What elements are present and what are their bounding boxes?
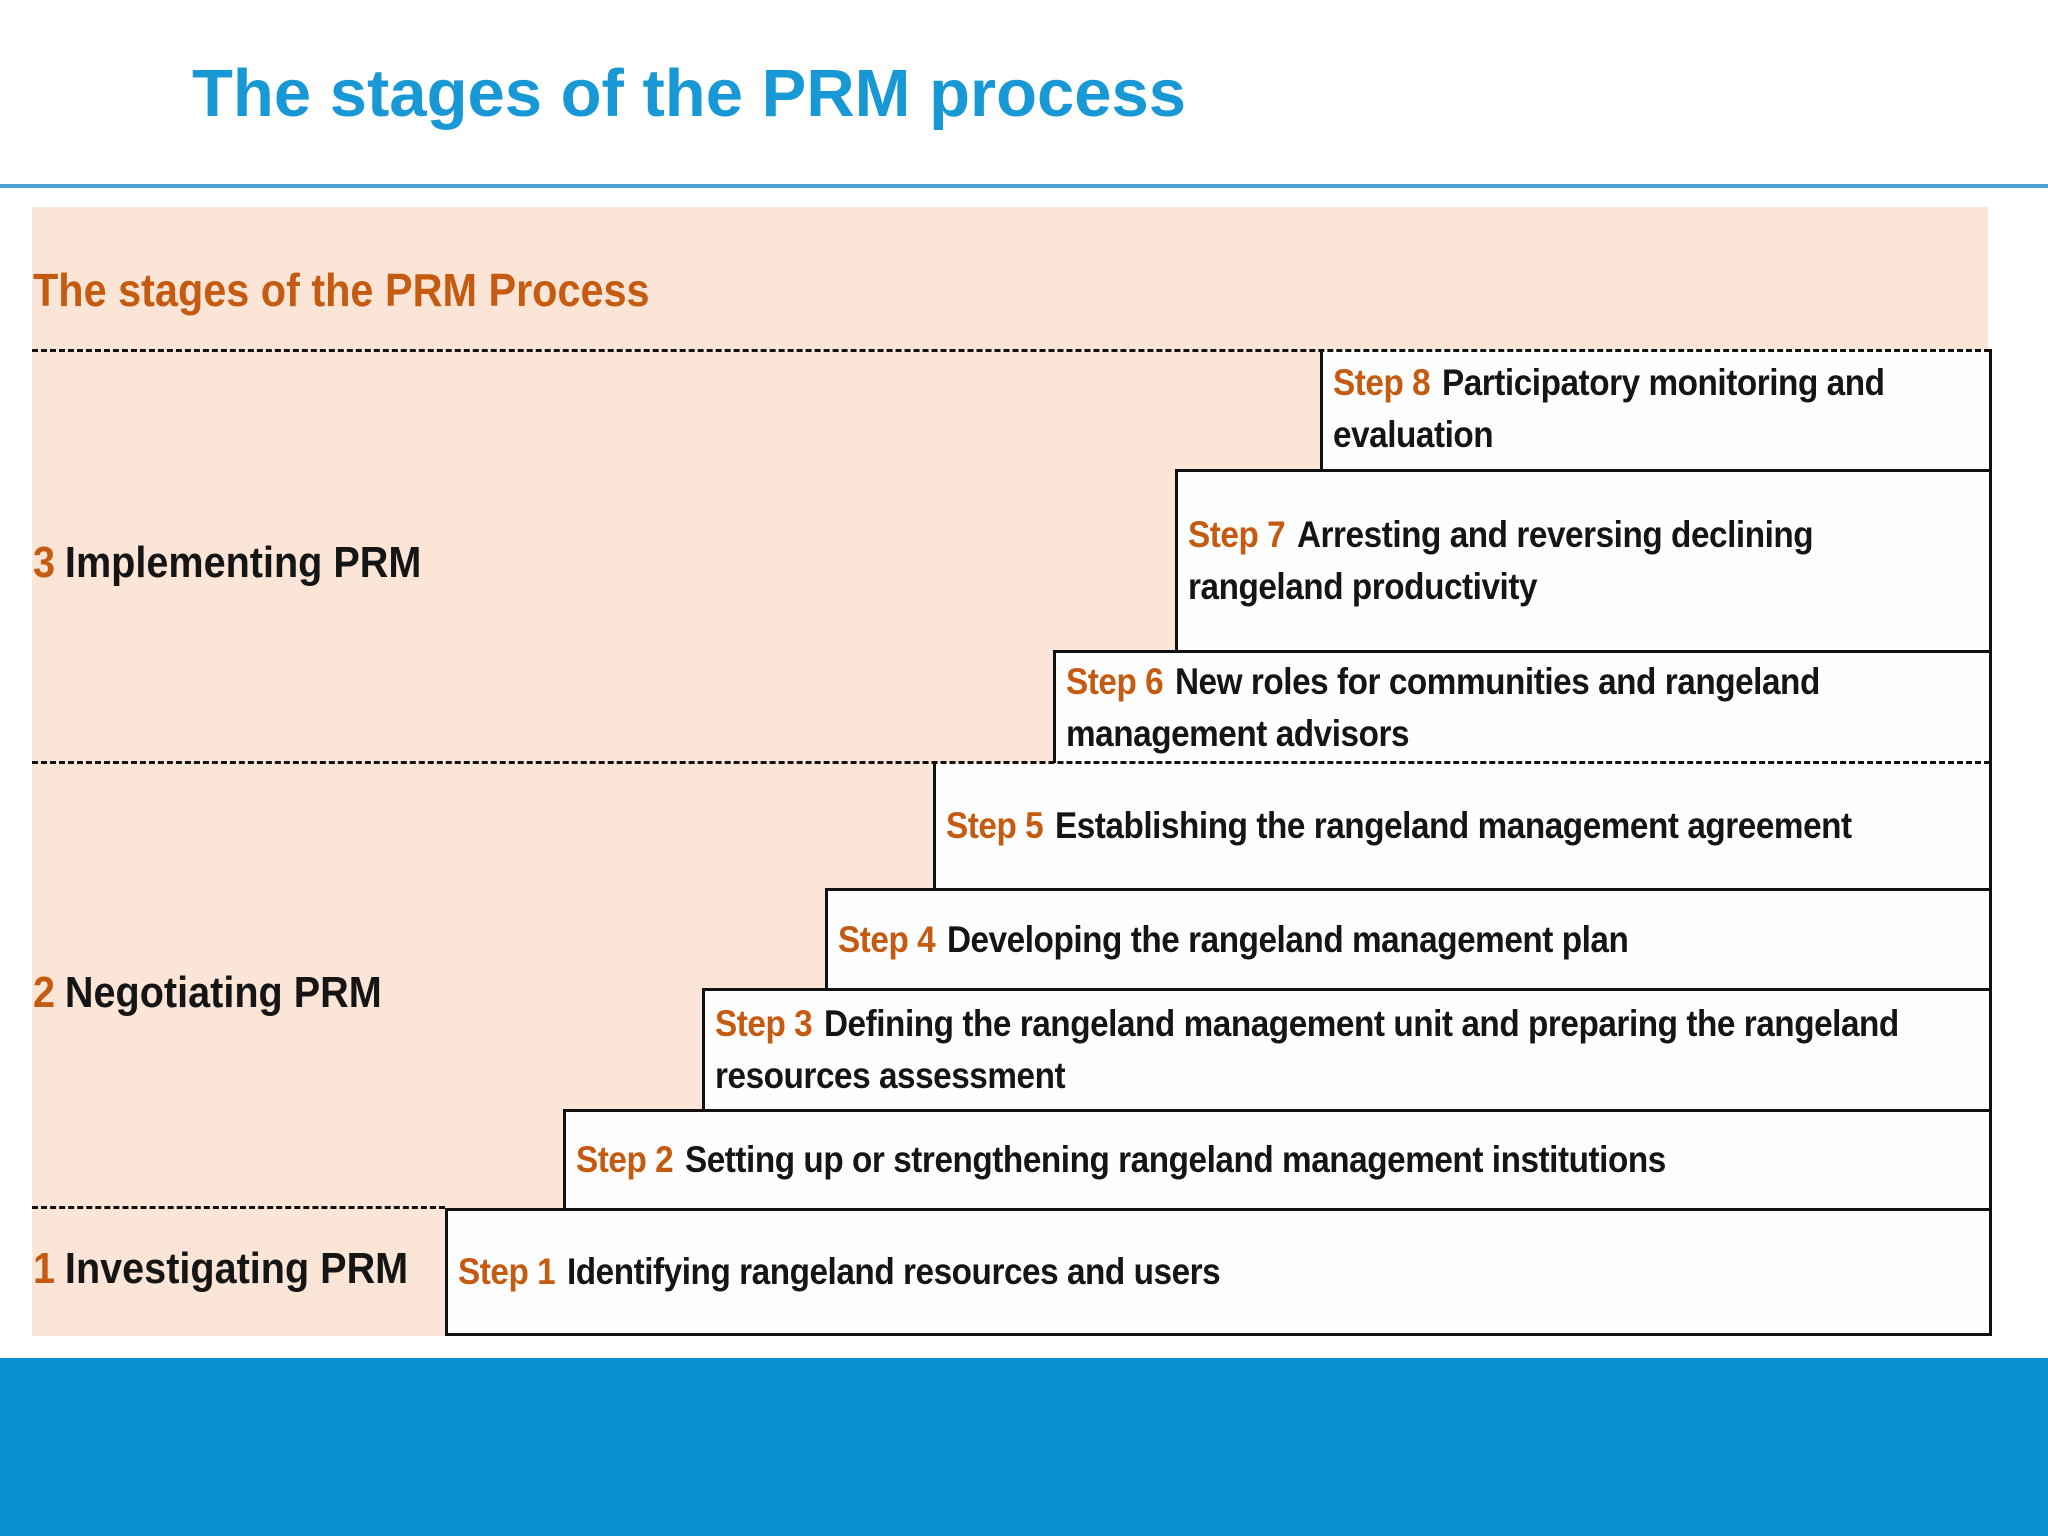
slide-title: The stages of the PRM process <box>192 56 1187 131</box>
step-label: Step 5 <box>946 804 1044 846</box>
step-text: evaluation <box>1333 414 1494 455</box>
title-divider-line <box>0 184 2048 188</box>
step-label: Step 6 <box>1066 661 1164 702</box>
stage-name: Implementing PRM <box>64 538 422 587</box>
stage-number: 3 <box>33 538 56 587</box>
stage-number: 1 <box>33 1244 56 1293</box>
step-label: Step 8 <box>1333 362 1431 403</box>
step-label: Step 2 <box>576 1139 674 1180</box>
stage-name: Investigating PRM <box>64 1244 409 1293</box>
stage-3-divider-line <box>32 349 1990 352</box>
step-label: Step 1 <box>458 1251 556 1292</box>
footer-bar <box>0 1358 2048 1536</box>
panel-heading: The stages of the PRM Process <box>33 264 650 316</box>
stage-1-divider-line <box>32 1206 445 1209</box>
step-text: resources assessment <box>715 1055 1066 1096</box>
stage-number: 2 <box>33 968 56 1017</box>
step-text: rangeland productivity <box>1188 566 1538 607</box>
stage-2-divider-line <box>32 761 1990 764</box>
step-label: Step 7 <box>1188 514 1286 555</box>
step-label: Step 4 <box>838 918 936 960</box>
step-label: Step 3 <box>715 1003 813 1044</box>
step-text: management advisors <box>1066 713 1410 754</box>
stage-name: Negotiating PRM <box>64 968 382 1017</box>
